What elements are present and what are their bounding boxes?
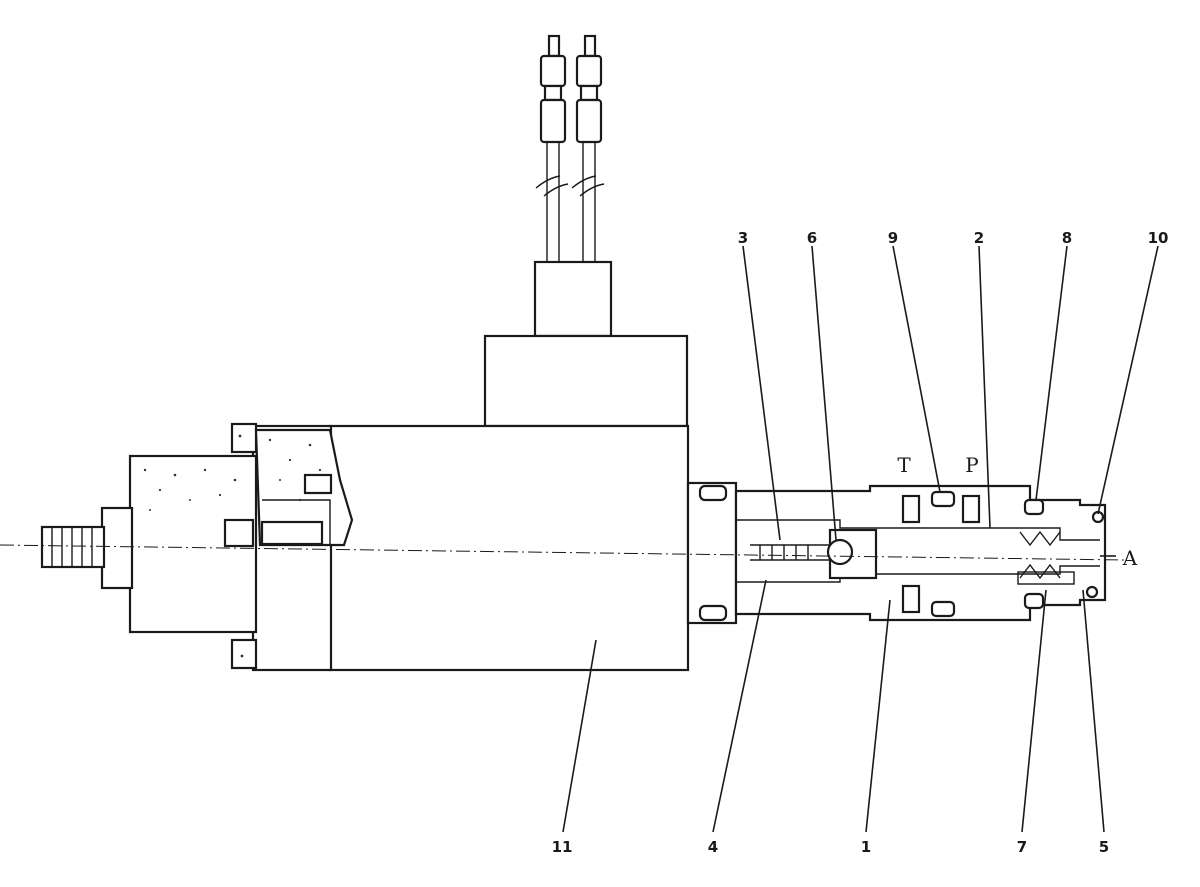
label-part-4: 4 [708, 838, 718, 856]
label-part-8: 8 [1062, 229, 1072, 247]
leader-lines [562, 245, 1159, 833]
label-part-10: 10 [1148, 229, 1169, 247]
label-part-1: 1 [861, 838, 871, 856]
label-part-2: 2 [974, 229, 984, 247]
port-label-t: T [897, 453, 911, 477]
port-label-p: P [965, 453, 978, 477]
stipple-texture [143, 434, 322, 658]
center-axis [0, 544, 1126, 561]
label-part-7: 7 [1017, 838, 1027, 856]
label-part-9: 9 [888, 229, 898, 247]
port-label-a: A [1122, 546, 1138, 570]
cable-gland [533, 260, 613, 338]
label-part-11: 11 [552, 838, 573, 856]
label-part-3: 3 [738, 229, 748, 247]
ball-6 [826, 538, 854, 566]
label-part-5: 5 [1099, 838, 1109, 856]
cable-assembly [535, 34, 605, 262]
left-end-assembly [40, 422, 354, 672]
label-part-6: 6 [807, 229, 817, 247]
solenoid-body [328, 424, 690, 672]
spool-ball-seat [828, 528, 878, 580]
connector-housing [483, 334, 689, 428]
valve-housing [686, 481, 1107, 625]
